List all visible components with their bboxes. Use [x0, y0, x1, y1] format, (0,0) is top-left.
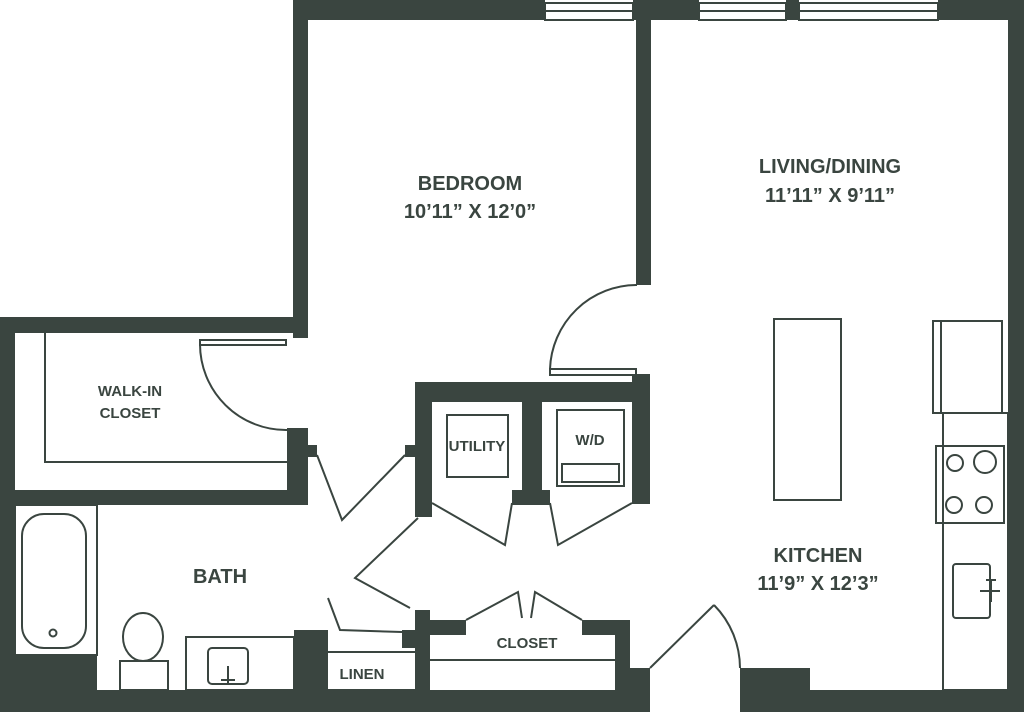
doors [199, 284, 741, 669]
washer-dryer [556, 409, 625, 487]
kitchen-island [773, 318, 842, 501]
linen-label: LINEN [340, 666, 385, 683]
vanity [185, 636, 295, 691]
utility-label: UTILITY [449, 438, 506, 455]
walkin-label-2: CLOSET [100, 405, 161, 422]
stove [935, 445, 1005, 524]
room-labels: BEDROOM 10’11” X 12’0” LIVING/DINING 11’… [98, 156, 901, 683]
bedroom-label: BEDROOM [418, 173, 522, 195]
living-label: LIVING/DINING [759, 156, 901, 178]
fixtures [14, 318, 1009, 691]
wd-label: W/D [575, 432, 604, 449]
toilet-icon [122, 612, 164, 662]
living-dims: 11’11” X 9’11” [765, 185, 895, 207]
kitchen-dims: 11’9” X 12’3” [757, 573, 878, 595]
closet-label: CLOSET [497, 635, 558, 652]
windows [544, 2, 939, 21]
water-heater [446, 414, 509, 478]
refrigerator [932, 320, 1003, 414]
bath-label: BATH [193, 566, 247, 588]
bedroom-dims: 10’11” X 12’0” [404, 201, 536, 223]
walkin-label-1: WALK-IN [98, 383, 162, 400]
kitchen-label: KITCHEN [774, 545, 863, 567]
